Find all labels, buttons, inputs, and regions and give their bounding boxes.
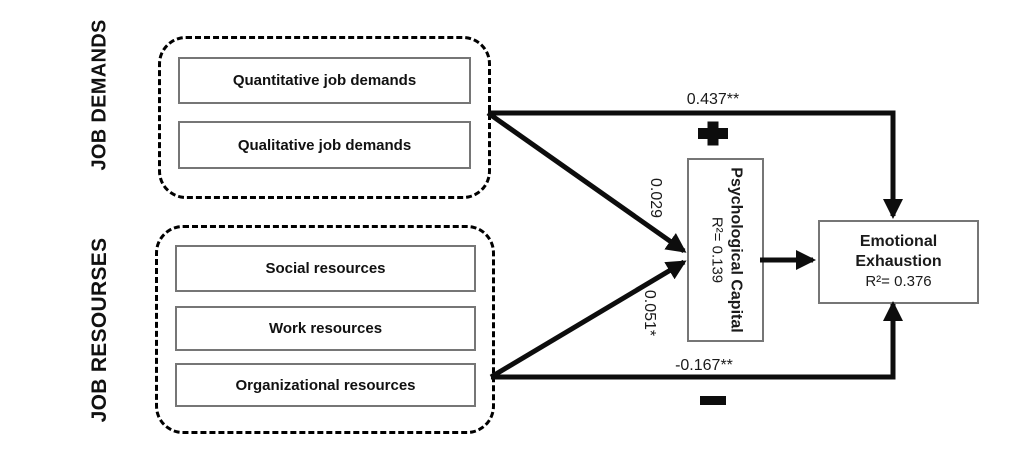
emotional-exhaustion-title-line2: Exhaustion (855, 253, 942, 270)
emotional-exhaustion-r-squared: R²= 0.376 (865, 273, 932, 290)
organizational-resources-box: Organizational resources (175, 363, 476, 407)
emotional-exhaustion-title-line1: Emotional (859, 233, 938, 250)
work-resources-box: Work resources (175, 306, 476, 351)
job-resources-group-label: JOB RESOURSES (88, 237, 111, 423)
arrow-demands-to-psycap (486, 110, 687, 254)
psychological-capital-r-squared: R²= 0.139 (707, 216, 725, 284)
quantitative-job-demands-box: Quantitative job demands (178, 57, 471, 104)
plus-sign-icon (698, 121, 728, 146)
psychological-capital-title: Psychological Capital (726, 167, 744, 333)
qualitative-job-demands-box: Qualitative job demands (178, 121, 471, 169)
coefficient-resources-to-exhaustion: -0.167** (675, 357, 733, 374)
coefficient-resources-to-psycap: 0.051* (641, 290, 658, 336)
social-resources-box: Social resources (175, 245, 476, 292)
arrow-resources-to-psycap (489, 259, 687, 380)
coefficient-demands-to-psycap: 0.029 (647, 178, 664, 218)
emotional-exhaustion-box: Emotional Exhaustion R²= 0.376 (818, 220, 979, 304)
psychological-capital-box: Psychological Capital R²= 0.139 (687, 158, 764, 342)
coefficient-demands-to-exhaustion: 0.437** (687, 91, 740, 108)
job-demands-group-label: JOB DEMANDS (88, 19, 111, 171)
minus-sign-icon (700, 396, 726, 405)
